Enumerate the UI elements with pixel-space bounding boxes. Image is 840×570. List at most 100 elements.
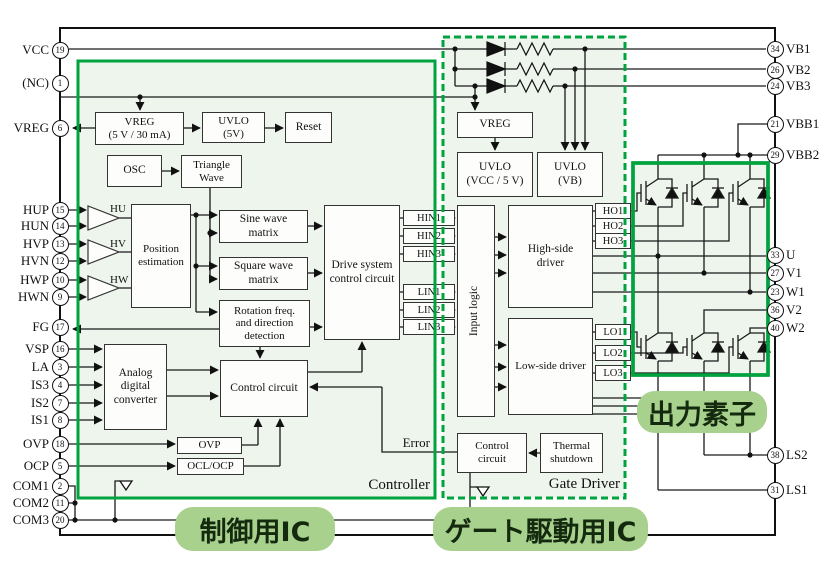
block-label: OVP (198, 439, 221, 452)
pin-label-ovp: OVP (22, 436, 49, 451)
block-label: driver (536, 256, 565, 269)
pin-vbb1: 21 (766, 115, 784, 133)
block-triangle-wave: Triangle Wave (181, 155, 242, 188)
pin-label-vsp: VSP (25, 341, 49, 356)
pin-label-vbb1: VBB1 (786, 116, 820, 131)
block-label: High-side (527, 243, 574, 256)
gate-driver-ic-pill: ゲート駆動用IC (433, 507, 648, 551)
block-label: VREG (479, 118, 511, 131)
block-label: matrix (248, 226, 279, 239)
block-label: Position (142, 243, 180, 256)
comparator-hv-label: HV (110, 238, 126, 250)
block-label: Square wave (233, 260, 294, 273)
pin-hwp: 10 (51, 271, 69, 289)
block-label: Drive system (331, 259, 393, 272)
block-label: converter (113, 393, 158, 406)
pin-com3: 20 (51, 511, 69, 529)
pin-label-w1: W1 (786, 284, 805, 299)
block-label: Control circuit (230, 381, 298, 394)
pin-label-is3: IS3 (30, 377, 49, 392)
signal-tag-ho1: HO1 (595, 203, 631, 219)
block-label: matrix (248, 273, 279, 286)
block-label: Control (475, 440, 509, 453)
pin-label-is2: IS2 (30, 395, 49, 410)
pin-label-hvp: HVP (22, 236, 49, 251)
block-label: Thermal (552, 440, 591, 453)
block-control-circuit-controller: Control circuit (220, 360, 308, 417)
signal-tag-hin1: HIN1 (403, 210, 455, 226)
pin-ls2: 38 (766, 446, 784, 464)
block-label: Sine wave (239, 213, 288, 226)
pin-hvp: 13 (51, 235, 69, 253)
pin-vcc: 19 (51, 41, 69, 59)
signal-tag-ho3: HO3 (595, 233, 631, 249)
signal-tag-hin3: HIN3 (403, 246, 455, 262)
block-label: VREG (124, 115, 155, 128)
block-label: circuit (477, 453, 507, 465)
block-label: Wave (199, 171, 224, 184)
controller-caption: Controller (368, 477, 430, 493)
pin-label-vb3: VB3 (786, 78, 811, 93)
pin-label-w2: W2 (786, 320, 805, 335)
pin-label-hwn: HWN (17, 289, 49, 304)
block-sine-wave-matrix: Sine wave matrix (219, 210, 308, 243)
pin-v1: 27 (766, 264, 784, 282)
signal-tag-hin2: HIN2 (403, 228, 455, 244)
pin-label-hwp: HWP (20, 272, 49, 287)
block-label: detection (244, 329, 285, 342)
block-thermal-shutdown: Thermal shutdown (540, 433, 603, 473)
pin-w2: 40 (766, 319, 784, 337)
pin-label-vreg: VREG (13, 120, 49, 135)
signal-tag-lin3: LIN3 (403, 319, 455, 335)
block-adc: Analog digital converter (104, 344, 167, 430)
pin-is3: 4 (51, 376, 69, 394)
pin-label-is1: IS1 (30, 412, 49, 427)
pin-label-ocp: OCP (23, 458, 49, 473)
pin-vb2: 26 (766, 61, 784, 79)
pin-label-vb2: VB2 (786, 62, 811, 77)
error-label: Error (402, 435, 430, 450)
pin-w1: 23 (766, 283, 784, 301)
pin-fg: 17 (51, 318, 69, 336)
block-low-side-driver: Low-side driver (508, 318, 593, 415)
pin-u: 33 (766, 246, 784, 264)
pin-hup: 15 (51, 201, 69, 219)
block-position-estimation: Position estimation (131, 204, 191, 308)
block-label: (5V) (223, 127, 244, 140)
block-vreg-gate: VREG (457, 112, 533, 138)
block-ocl-ocp: OCL/OCP (177, 458, 244, 475)
pin-label-ls2: LS2 (786, 447, 808, 462)
pin-com1: 2 (51, 477, 69, 495)
pin-label-hun: HUN (20, 218, 49, 233)
comparator-hu-label: HU (110, 203, 126, 215)
comparator-hw-label: HW (110, 274, 129, 286)
pin-label-v1: V1 (786, 265, 802, 280)
controller-ic-pill: 制御用IC (175, 507, 335, 551)
pin-vb3: 24 (766, 77, 784, 95)
pin-hun: 14 (51, 217, 69, 235)
block-label: and direction (235, 317, 294, 330)
pin-vb1: 34 (766, 40, 784, 58)
pin-label-com1: COM1 (12, 478, 49, 493)
pin-label-vcc: VCC (22, 42, 49, 57)
pin-la: 3 (51, 358, 69, 376)
block-label: OSC (123, 164, 146, 177)
pin-label-vb1: VB1 (786, 41, 811, 56)
block-rotation-detection: Rotation freq. and direction detection (219, 300, 310, 347)
block-osc: OSC (107, 155, 162, 187)
block-label: estimation (138, 256, 184, 268)
block-ovp: OVP (177, 437, 242, 454)
pin-label-com3: COM3 (12, 512, 49, 527)
block-vreg-controller: VREG (5 V / 30 mA) (95, 112, 184, 145)
block-label: Triangle (193, 158, 230, 171)
pin-label-v2: V2 (786, 302, 802, 317)
pin-v2: 36 (766, 301, 784, 319)
block-square-wave-matrix: Square wave matrix (219, 257, 308, 290)
pin-nc: 1 (51, 74, 69, 92)
pin-is2: 7 (51, 394, 69, 412)
input-logic-label: Input logic (468, 285, 480, 337)
block-label: digital (120, 380, 151, 393)
pin-label-u: U (786, 247, 796, 262)
pin-ls1: 31 (766, 481, 784, 499)
signal-tag-lo1: LO1 (595, 324, 631, 340)
